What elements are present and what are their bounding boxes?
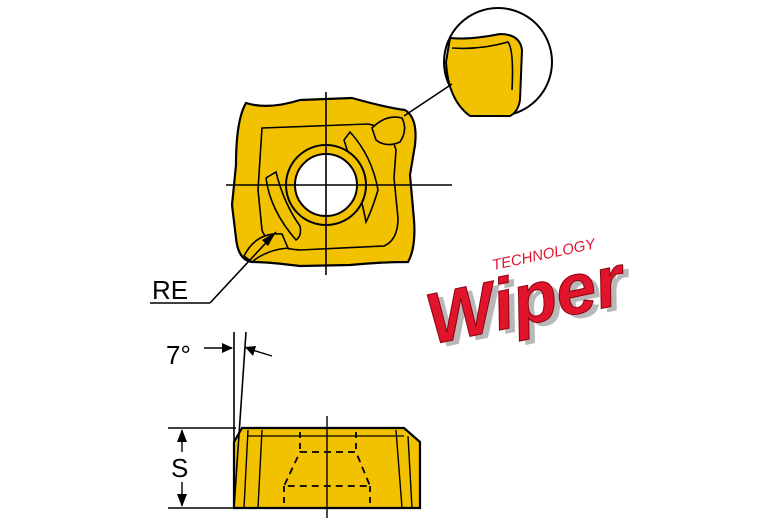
side-facet-left-1	[243, 429, 249, 509]
side-facet-right-2	[407, 435, 413, 509]
wiper-detail-magnifier	[403, 7, 553, 117]
thickness-dimension: S	[168, 427, 236, 509]
detail-insert-edge	[444, 32, 524, 117]
wiper-corner-top	[371, 116, 406, 146]
chipbreaker-lower	[265, 170, 302, 242]
radius-arrow-head	[262, 232, 276, 246]
radius-leader-line	[209, 231, 277, 304]
side-facet-left-2	[257, 429, 263, 509]
insert-side-view	[232, 416, 422, 518]
angle-arrow-right-head	[245, 346, 256, 356]
thickness-arrow-bottom	[177, 494, 187, 507]
detail-leader-line	[403, 83, 453, 117]
hidden-hole	[282, 451, 372, 487]
insert-top-view	[226, 92, 452, 275]
clearance-angle-callout: 7°	[166, 331, 273, 509]
detail-wiper-line	[451, 41, 514, 91]
radius-callout: RE	[150, 231, 277, 305]
thickness-label: S	[171, 453, 188, 483]
angle-arrow-left-head	[222, 343, 233, 353]
angle-ref-slanted	[233, 331, 247, 509]
angle-label: 7°	[166, 340, 191, 370]
radius-label: RE	[152, 275, 188, 305]
thickness-label-bg	[170, 452, 194, 482]
wiper-technology-logo: Wiper Wiper TECHNOLOGY	[419, 235, 641, 364]
side-facet-right-1	[395, 429, 403, 509]
thickness-arrow-top	[177, 429, 187, 442]
